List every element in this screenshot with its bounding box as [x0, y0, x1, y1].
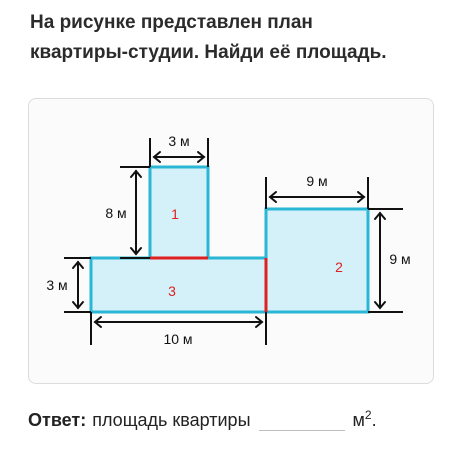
answer-text: площадь квартиры — [92, 410, 251, 430]
answer-input[interactable] — [258, 408, 345, 431]
dim-label-3m-left: 3 м — [46, 277, 67, 293]
answer-unit-base: м — [352, 410, 365, 430]
answer-period: . — [371, 410, 377, 430]
question-line-2: квартиры-студии. Найди её площадь. — [30, 42, 387, 63]
dim-label-8m: 8 м — [105, 205, 126, 221]
room-label-2: 2 — [335, 259, 343, 275]
dim-label-3m-top: 3 м — [168, 133, 189, 149]
answer-unit: м2 — [353, 408, 372, 431]
answer-row: Ответ: площадь квартиры м2 . — [28, 408, 377, 431]
answer-label: Ответ: — [28, 410, 87, 430]
question-text: На рисунке представлен план квартиры-сту… — [30, 8, 450, 68]
floor-plan-diagram: 3 м 8 м 9 м 9 м 3 м 10 м 1 2 3 — [46, 133, 410, 347]
room-label-1: 1 — [171, 206, 179, 222]
dim-label-9m-right: 9 м — [389, 251, 410, 267]
dim-label-10m: 10 м — [163, 331, 192, 347]
answer-unit-exponent: 2 — [364, 408, 372, 422]
room-label-3: 3 — [168, 283, 176, 299]
question-line-1: На рисунке представлен план — [30, 12, 313, 33]
dim-label-9m-top: 9 м — [306, 173, 327, 189]
